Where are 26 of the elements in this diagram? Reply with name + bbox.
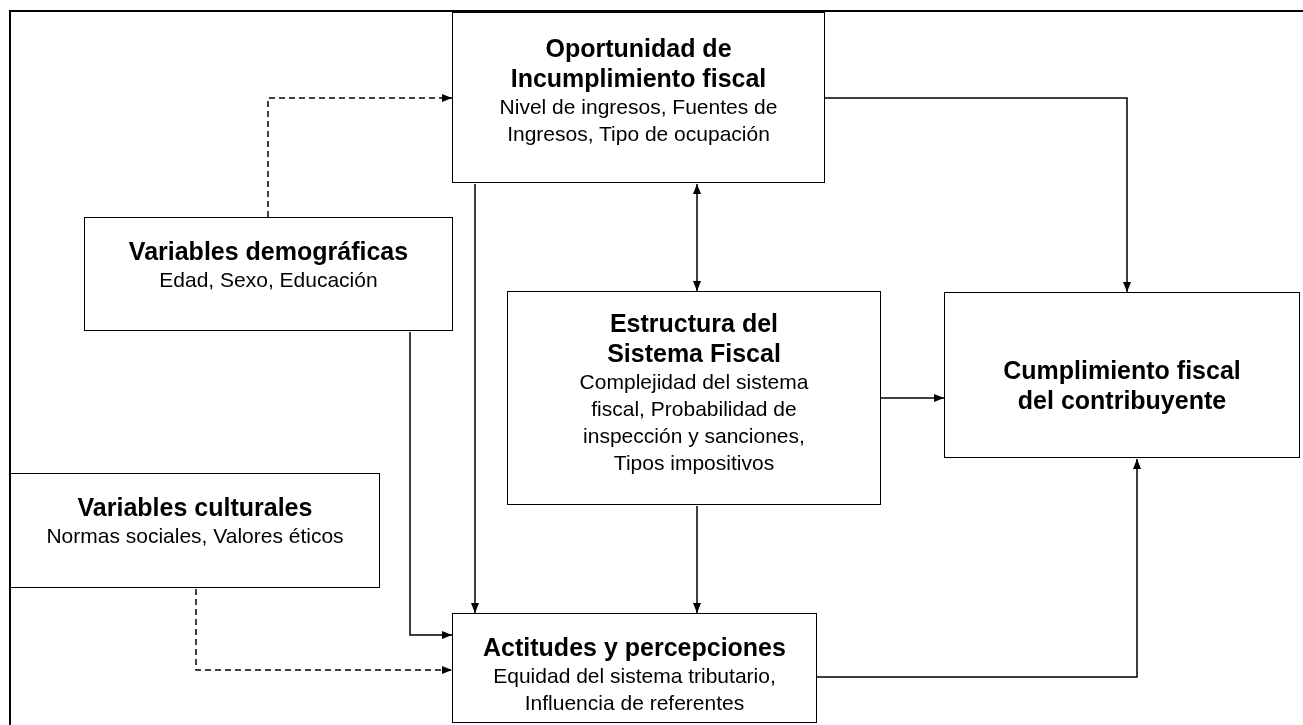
arrow — [267, 94, 453, 218]
box-heading: Cumplimiento fiscal del contribuyente — [1002, 355, 1242, 415]
concept-box — [452, 613, 817, 723]
arrow — [693, 183, 701, 292]
box-heading: Variables culturales — [77, 492, 313, 522]
arrow — [880, 394, 945, 402]
box-description: Normas sociales, Valores éticos — [46, 523, 344, 549]
arrow — [693, 505, 701, 614]
box-heading: Variables demográficas — [128, 236, 409, 266]
concept-box — [452, 12, 825, 183]
arrow — [195, 588, 453, 674]
arrow — [471, 183, 479, 614]
box-heading: Oportunidad de Incumplimiento fiscal — [509, 33, 768, 93]
concept-box — [10, 473, 380, 588]
arrow — [816, 458, 1141, 678]
box-description: Complejidad del sistema fiscal, Probabilidad de inspección y sanciones, Tipos impositivos — [578, 369, 810, 476]
arrow — [409, 331, 453, 639]
box-description: Equidad del sistema tributario, Influencia de referentes — [492, 663, 777, 716]
concept-box — [84, 217, 453, 331]
box-heading: Estructura del Sistema Fiscal — [606, 308, 782, 368]
box-heading: Actitudes y percepciones — [483, 632, 786, 662]
arrow — [824, 97, 1131, 293]
concept-box — [944, 292, 1300, 458]
box-description: Edad, Sexo, Educación — [159, 267, 378, 293]
concept-box — [507, 291, 881, 505]
box-description: Nivel de ingresos, Fuentes de Ingresos, Tipo de ocupación — [498, 94, 779, 147]
